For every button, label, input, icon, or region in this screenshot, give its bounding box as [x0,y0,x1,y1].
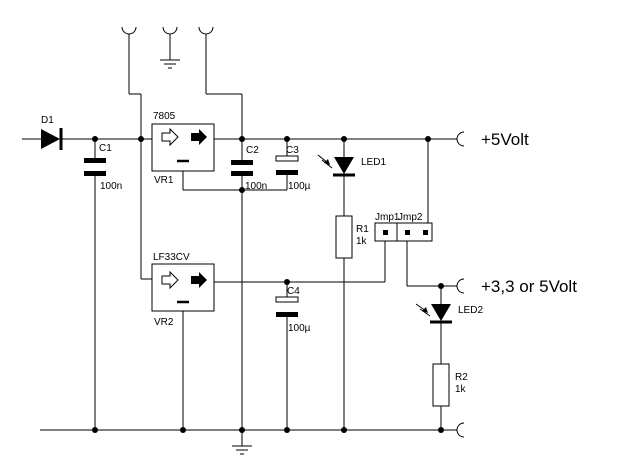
jumper-icon [374,222,433,242]
c1-label: C1 [99,143,112,154]
r1-value: 1k [356,236,368,247]
capacitor-icon [84,158,106,176]
vr1-label: VR1 [154,175,174,186]
connector-icon [448,131,465,147]
c4-value: 100µ [288,323,311,334]
c2-label: C2 [246,145,259,156]
c2-value: 100n [245,181,267,192]
capacitor-icon [231,160,253,176]
vr1-part-label: 7805 [153,111,176,122]
led2-label: LED2 [458,305,483,316]
resistor-icon [432,363,450,407]
connector-icon [449,422,465,438]
diode-icon [41,128,63,150]
r1-label: R1 [356,224,369,235]
resistor-icon [335,215,353,259]
voltage-regulator-icon [151,123,215,172]
ground-icon [232,445,252,455]
voltage-regulator-icon [151,263,215,312]
wires [22,34,449,446]
output-3v3-label: +3,3 or 5Volt [481,277,577,296]
jmp2-label: Jmp2 [398,212,423,223]
led1-label: LED1 [361,157,386,168]
r2-label: R2 [455,372,468,383]
vr2-label: VR2 [154,317,174,328]
input-connector-1 [121,26,137,36]
ground-icon [160,59,180,69]
c4-label: C4 [287,286,300,297]
vr2-part-label: LF33CV [153,252,190,263]
r2-value: 1k [455,384,467,395]
input-connector-2 [162,26,178,35]
c3-value: 100µ [288,181,311,192]
d1-label: D1 [41,115,54,126]
led-icon [317,154,355,177]
input-connector-3 [198,26,214,36]
electrolytic-capacitor-icon [275,155,299,175]
junction-dots [92,136,444,433]
led-icon [415,303,452,324]
c1-value: 100n [100,181,122,192]
connector-icon [448,278,465,294]
jmp1-label: Jmp1 [375,212,400,223]
output-5v-label: +5Volt [481,130,529,149]
c3-label: C3 [286,145,299,156]
electrolytic-capacitor-icon [275,296,299,317]
